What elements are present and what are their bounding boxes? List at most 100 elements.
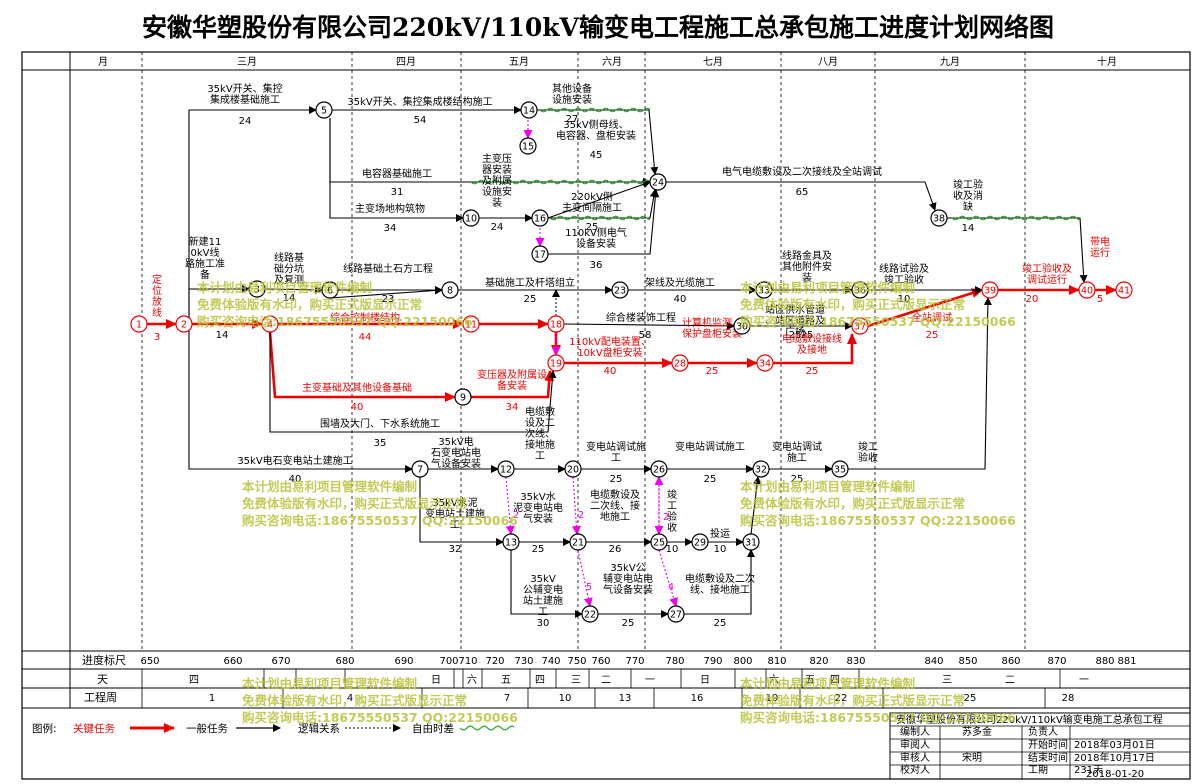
task-label: 缺 (963, 200, 973, 213)
day-cell: 二 (601, 675, 611, 686)
free-float-label: 2 (513, 510, 519, 521)
network-node (650, 533, 668, 551)
task-duration: 14 (962, 223, 975, 234)
scale-tick: 881 (1117, 656, 1136, 667)
task-arrow (471, 370, 555, 399)
node-number: 33 (758, 286, 770, 297)
task-arrow (268, 331, 456, 402)
task-arrow (548, 189, 660, 255)
scale-tick: 650 (140, 656, 159, 667)
watermark-line: 购买咨询电话:18675550537 QQ:22150066 (197, 314, 473, 329)
scale-tick: 700 (439, 656, 458, 667)
task-label: 竣工验 (953, 178, 983, 191)
node-number: 16 (534, 214, 546, 225)
watermark-line: 免费体验版有水印，购买正式版显示正常 (740, 297, 966, 312)
scale-tick: 670 (271, 656, 290, 667)
task-label: 电缆敷设及 (590, 488, 640, 501)
info-key: 审核人 (900, 751, 930, 764)
task-label: 35kV水 (520, 491, 555, 503)
network-node (1115, 281, 1133, 299)
scale-tick: 740 (541, 656, 560, 667)
task-duration: 25 (532, 544, 545, 555)
task-duration: 25 (586, 222, 599, 233)
node-number: 19 (550, 359, 562, 370)
outer-frame (21, 51, 1191, 780)
task-arrow (188, 330, 413, 473)
task-duration: 25 (622, 618, 635, 629)
network-node (981, 281, 999, 299)
network-node (667, 605, 685, 623)
task-label: 运行 (1090, 246, 1110, 259)
free-float-wave (951, 215, 1081, 221)
day-cell: 三 (942, 675, 952, 686)
task-label: 础分坑 (274, 262, 304, 275)
task-duration: 32 (449, 544, 462, 555)
week-cell: 4 (347, 693, 353, 704)
task-duration: 5 (1097, 294, 1103, 305)
watermark-line: 购买咨询电话:18675550537 QQ:22150066 (242, 513, 518, 528)
task-arrow (750, 476, 762, 535)
task-duration: 25 (801, 330, 814, 341)
task-label: 主变间隔施工 (562, 201, 622, 214)
node-number: 37 (854, 322, 866, 333)
scale-tick: 660 (223, 656, 242, 667)
network-node (691, 533, 709, 551)
watermark-text: 本计划由易利项目管理软件编制免费体验版有水印，购买正式版显示正常购买咨询电话:1… (740, 279, 1016, 330)
task-label: 竣工验收及 (1022, 262, 1072, 275)
day-cell: 六 (467, 674, 477, 686)
task-duration: 34 (506, 402, 519, 413)
task-label: 线路金具及 (782, 249, 832, 262)
day-cell: 日 (431, 675, 441, 686)
info-key2: 负责人 (1028, 725, 1058, 738)
watermark-line: 本计划由易利项目管理软件编制 (740, 280, 916, 295)
network-node (581, 605, 599, 623)
network-node (547, 315, 565, 333)
scale-tick: 750 (567, 656, 586, 667)
info-value: 苏多金 (962, 725, 992, 738)
task-label: 验 (667, 510, 677, 523)
node-number: 12 (500, 465, 512, 476)
week-cell: 16 (691, 693, 704, 704)
task-label: 变电站调试施 (586, 440, 646, 453)
network-node (649, 173, 667, 191)
task-arrow (188, 285, 250, 318)
task-label: 电缆敷设及二次 (685, 572, 755, 585)
task-duration: 25 (524, 294, 537, 305)
node-number: 3 (254, 285, 260, 296)
node-number: 31 (745, 538, 757, 549)
task-label: 装 (802, 271, 812, 284)
network-node (611, 281, 629, 299)
watermark-line: 免费体验版有水印，购买正式版显示正常 (740, 693, 966, 708)
free-float-label: 2 (578, 510, 584, 521)
task-label: 石变电站电 (431, 446, 481, 459)
task-label: 及接地 (797, 343, 827, 356)
week-cell: 10 (559, 693, 572, 704)
watermark-text: 本计划由易利项目管理软件编制免费体验版有水印，购买正式版显示正常购买咨询电话:1… (242, 675, 518, 726)
scale-tick: 680 (335, 656, 354, 667)
scale-tick: 850 (958, 656, 977, 667)
scale-tick: 770 (625, 656, 644, 667)
task-arrow (867, 288, 983, 328)
task-label: 工 (611, 453, 621, 464)
task-arrow (577, 549, 593, 607)
task-label: 验收 (858, 451, 878, 464)
watermark-line: 免费体验版有水印，购买正式版显示正常 (197, 297, 423, 312)
node-number: 14 (523, 106, 535, 117)
task-arrow (666, 181, 937, 211)
task-arrow (547, 180, 651, 219)
scale-tick: 880 (1095, 656, 1114, 667)
task-label: 泥变电站电 (513, 501, 563, 514)
day-cell: 三 (571, 675, 581, 686)
watermark-line: 本计划由易利项目管理软件编制 (740, 479, 916, 494)
node-number: 35 (834, 465, 846, 476)
network-node (531, 209, 549, 227)
watermark-text: 本计划由易利项目管理软件编制免费体验版有水印，购买正式版显示正常购买咨询电话:1… (197, 279, 473, 330)
info-key: 校对人 (900, 763, 930, 776)
network-node (130, 315, 148, 333)
node-number: 28 (674, 359, 686, 370)
network-node (497, 460, 515, 478)
task-label: 变电站调试 (772, 440, 822, 453)
month-label: 月 (98, 56, 108, 68)
task-label: 0kV线 (191, 246, 220, 259)
